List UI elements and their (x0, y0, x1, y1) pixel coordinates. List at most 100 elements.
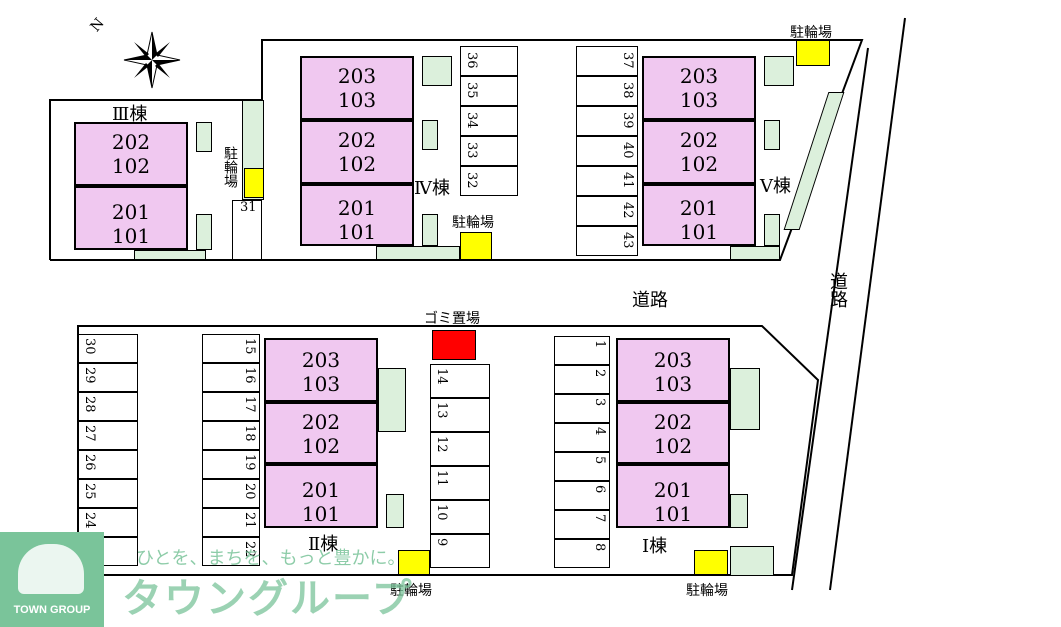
room-number: 203 (301, 348, 341, 372)
parking-space (430, 500, 490, 534)
room-number: 103 (679, 88, 719, 112)
balcony (422, 214, 438, 246)
parking-space (554, 539, 610, 568)
parking-space (460, 76, 518, 106)
parking-number: 15 (242, 338, 257, 355)
parking-number: 31 (240, 200, 257, 215)
balcony (764, 56, 794, 86)
parking-number: 38 (620, 82, 635, 99)
parking-number: 4 (592, 427, 607, 436)
parking-number: 24 (82, 512, 97, 529)
room-number: 202 (679, 128, 719, 152)
parking-space (554, 510, 610, 539)
parking-space (460, 46, 518, 76)
parking-number: 37 (620, 52, 635, 69)
room-number: 101 (679, 220, 719, 244)
unit-203-103: 203 103 (642, 56, 756, 120)
unit-203-103: 203 103 (616, 338, 730, 402)
bike-parking-area (244, 168, 264, 198)
brand-name-en: TOWN GROUP (13, 604, 91, 616)
parking-space (430, 432, 490, 466)
parking-number: 17 (242, 396, 257, 413)
room-number: 102 (653, 434, 693, 458)
room-number: 203 (337, 64, 377, 88)
parking-number: 32 (464, 172, 479, 189)
building-2-label: Ⅱ棟 (308, 534, 339, 555)
balcony (378, 368, 406, 432)
bike-parking-label: 駐輪場 (790, 25, 832, 41)
parking-number: 40 (620, 142, 635, 159)
parking-space (460, 106, 518, 136)
parking-space (78, 421, 138, 450)
room-number: 202 (337, 128, 377, 152)
parking-space (576, 46, 638, 76)
parking-number: 26 (82, 454, 97, 471)
room-number: 201 (653, 478, 693, 502)
bike-parking-label: 駐輪場 (452, 215, 494, 231)
bike-parking-area (694, 550, 728, 575)
parking-space (78, 334, 138, 363)
parking-space (202, 421, 260, 450)
room-number: 103 (301, 372, 341, 396)
parking-space (78, 450, 138, 479)
garbage-label: ゴミ置場 (424, 311, 480, 327)
parking-space (554, 481, 610, 510)
parking-number: 36 (464, 52, 479, 69)
room-number: 201 (111, 200, 151, 224)
balcony (764, 120, 780, 150)
garden (730, 546, 774, 576)
parking-space (78, 392, 138, 421)
room-number: 101 (337, 220, 377, 244)
parking-number: 42 (620, 202, 635, 219)
parking-number: 21 (242, 512, 257, 529)
brand-logo: TOWN GROUP (0, 532, 104, 627)
room-number: 102 (679, 152, 719, 176)
room-number: 201 (301, 478, 341, 502)
balcony (422, 56, 452, 86)
brand-name-jp: タウングループ (122, 576, 414, 622)
parking-space (430, 466, 490, 500)
room-number: 201 (337, 196, 377, 220)
parking-space (576, 76, 638, 106)
parking-number: 6 (592, 485, 607, 494)
bike-parking-label: 駐輪場 (222, 146, 238, 188)
garbage-area (432, 330, 476, 360)
unit-202-102: 202 102 (642, 120, 756, 184)
building-1-label: Ⅰ棟 (642, 536, 668, 557)
compass-icon (123, 31, 181, 89)
unit-202-102: 202 102 (264, 402, 378, 464)
parking-space (554, 452, 610, 481)
unit-202-102: 202 102 (74, 122, 188, 186)
balcony (386, 494, 404, 528)
balcony (422, 120, 438, 150)
balcony (730, 368, 760, 430)
unit-201-101: 201 101 (300, 184, 414, 246)
parking-space (78, 479, 138, 508)
balcony (196, 214, 212, 250)
parking-space (576, 166, 638, 196)
parking-space (576, 136, 638, 166)
parking-space (554, 336, 610, 365)
room-number: 103 (337, 88, 377, 112)
parking-space (202, 363, 260, 392)
parking-number: 8 (592, 543, 607, 552)
parking-space (460, 136, 518, 166)
unit-201-101: 201 101 (642, 184, 756, 246)
bike-parking-area (460, 232, 492, 260)
garden (730, 246, 780, 260)
room-number: 101 (111, 224, 151, 248)
parking-space (202, 450, 260, 479)
parking-number: 41 (620, 172, 635, 189)
parking-number: 3 (592, 398, 607, 407)
balcony (730, 494, 748, 528)
bike-parking-label: 駐輪場 (686, 583, 728, 599)
room-number: 101 (653, 502, 693, 526)
parking-space (202, 537, 260, 566)
parking-number: 10 (434, 504, 449, 521)
unit-203-103: 203 103 (264, 338, 378, 402)
unit-201-101: 201 101 (264, 464, 378, 528)
unit-202-102: 202 102 (616, 402, 730, 464)
bike-parking-area (398, 550, 430, 575)
balcony (764, 214, 780, 246)
